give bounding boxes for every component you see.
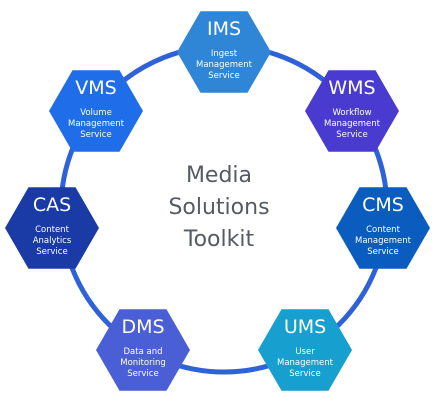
module-name-line: Service <box>208 71 239 81</box>
module-abbr: VMS <box>75 77 116 99</box>
module-abbr: UMS <box>284 316 326 338</box>
center-label-line-2: Solutions <box>168 195 269 220</box>
module-name-line: Management <box>196 60 253 70</box>
module-name-line: Management <box>68 119 125 129</box>
hexagon-icon <box>177 11 271 93</box>
hexagon-icon <box>96 309 190 391</box>
module-name-line: Content <box>35 225 69 235</box>
module-abbr: CAS <box>33 194 71 216</box>
module-name-line: Ingest <box>211 49 238 59</box>
module-name-line: Volume <box>80 108 112 118</box>
module-name-line: Service <box>367 247 398 257</box>
module-name-line: Workflow <box>332 108 371 118</box>
module-hexagons: IMSIngestManagementServiceWMSWorkflowMan… <box>5 11 430 391</box>
hexagon-icon <box>305 70 399 152</box>
module-abbr: IMS <box>207 18 241 40</box>
module-name-line: Management <box>355 236 412 246</box>
center-label-line-3: Toolkit <box>183 227 255 252</box>
center-label-line-1: Media <box>186 163 252 188</box>
hexagon-icon <box>49 70 143 152</box>
hexagon-icon <box>336 187 430 269</box>
module-abbr: CMS <box>362 194 404 216</box>
hexagon-icon <box>258 309 352 391</box>
module-name-line: Service <box>127 369 158 379</box>
module-name-line: Service <box>336 130 367 140</box>
module-abbr: DMS <box>121 316 164 338</box>
hexagon-icon <box>5 187 99 269</box>
module-name-line: Content <box>366 225 400 235</box>
module-abbr: WMS <box>328 77 375 99</box>
module-name-line: Service <box>36 247 67 257</box>
module-name-line: Monitoring <box>120 358 165 368</box>
module-name-line: Management <box>324 119 381 129</box>
module-name-line: Analytics <box>33 236 72 246</box>
module-name-line: Management <box>277 358 334 368</box>
module-name-line: User <box>295 347 315 357</box>
module-name-line: Service <box>289 369 320 379</box>
module-name-line: Data and <box>124 347 163 357</box>
module-name-line: Service <box>80 130 111 140</box>
